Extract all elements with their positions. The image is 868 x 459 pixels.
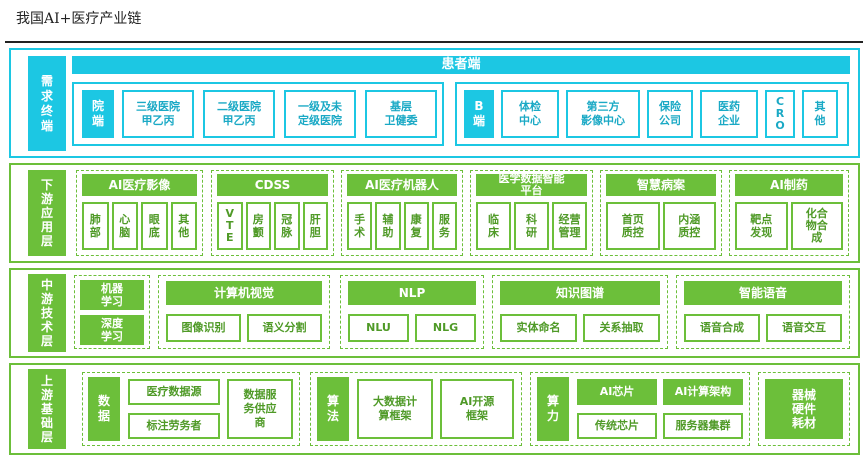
downstream-item: 康 复 [403, 202, 429, 250]
midstream-item: 图像识别 [166, 314, 241, 342]
downstream-group [600, 170, 722, 256]
downstream-group-title: 智慧病案 [606, 174, 716, 196]
downstream-item: 首页 质控 [606, 202, 660, 250]
midstream-group [158, 275, 330, 349]
downstream-item: 服 务 [431, 202, 457, 250]
midstream-item: NLU [348, 314, 409, 342]
server-cluster: 服务器集群 [663, 413, 743, 439]
downstream-item: 科 研 [514, 202, 549, 250]
downstream-group-title: AI医疗影像 [82, 174, 197, 196]
algorithm-label: 算 法 [317, 377, 349, 441]
hardware-group [758, 372, 850, 446]
downstream-item: 眼 底 [141, 202, 168, 250]
b-end-item: 其 他 [802, 90, 838, 138]
upstream-label: 上 游 基 础 层 [28, 369, 66, 449]
ml-group [74, 275, 150, 349]
midstream-group-title: 智能语音 [684, 281, 842, 305]
b-end-label: B 端 [464, 90, 494, 138]
b-end-item: 医药 企业 [700, 90, 758, 138]
downstream-group [341, 170, 463, 256]
algorithm-group [310, 372, 522, 446]
big-data-framework: 大数据计 算框架 [357, 379, 433, 439]
hospital-item: 二级医院 甲乙丙 [203, 90, 275, 138]
machine-learning: 机器 学习 [80, 280, 144, 310]
downstream-group [76, 170, 203, 256]
hospital-label: 院 端 [82, 90, 114, 138]
downstream-item: 化合 物合 成 [790, 202, 843, 250]
hospital-item: 三级医院 甲乙丙 [122, 90, 194, 138]
ai-opensource-framework: AI开源 框架 [440, 379, 514, 439]
b-end-item: 第三方 影像中心 [566, 90, 640, 138]
ai-compute-architecture: AI计算架构 [663, 379, 743, 405]
downstream-item: 内涵 质控 [662, 202, 716, 250]
b-end-item: 保险 公司 [647, 90, 693, 138]
downstream-group-title: AI制药 [735, 174, 843, 196]
downstream-group-title: AI医疗机器人 [347, 174, 457, 196]
downstream-item: 房 颤 [245, 202, 271, 250]
downstream-item: 其 他 [170, 202, 197, 250]
b-end-item: C R O [765, 90, 795, 138]
deep-learning: 深度 学习 [80, 315, 144, 345]
downstream-item: 心 脑 [111, 202, 138, 250]
midstream-group-title: 计算机视觉 [166, 281, 322, 305]
page-title: 我国AI+医疗产业链 [16, 11, 142, 27]
downstream-item: 冠 脉 [274, 202, 300, 250]
patient-end-banner: 患者端 [72, 56, 850, 74]
downstream-item: V T E [217, 202, 243, 250]
ai-chip: AI芯片 [577, 379, 657, 405]
demand-label: 需 求 终 端 [28, 56, 66, 151]
midstream-group [492, 275, 668, 349]
hospital-item: 基层 卫健委 [365, 90, 437, 138]
downstream-item: 肺 部 [82, 202, 109, 250]
downstream-item: 靶点 发现 [735, 202, 788, 250]
midstream-group-title: 知识图谱 [500, 281, 660, 305]
compute-group [530, 372, 750, 446]
midstream-label: 中 游 技 术 层 [28, 274, 66, 352]
annotation-labor: 标注劳务者 [128, 413, 220, 439]
downstream-item: 辅 助 [375, 202, 401, 250]
midstream-group-title: NLP [348, 281, 476, 305]
midstream-group [340, 275, 484, 349]
downstream-item: 经营 管理 [552, 202, 587, 250]
hospital-item: 一级及未 定级医院 [284, 90, 356, 138]
midstream-item: NLG [415, 314, 476, 342]
midstream-item: 语音交互 [766, 314, 842, 342]
medical-data-source: 医疗数据源 [128, 379, 220, 405]
downstream-group-title: CDSS [217, 174, 328, 196]
b-end-item: 体检 中心 [501, 90, 559, 138]
midstream-item: 语义分割 [247, 314, 322, 342]
traditional-chip: 传统芯片 [577, 413, 657, 439]
data-group [82, 372, 300, 446]
data-service-supplier: 数据服 务供应 商 [227, 379, 293, 439]
title-rule [5, 41, 863, 43]
midstream-item: 关系抽取 [583, 314, 660, 342]
downstream-group [729, 170, 849, 256]
downstream-item: 肝 胆 [302, 202, 328, 250]
downstream-group-title: 医学数据智能 平台 [476, 173, 587, 197]
downstream-item: 临 床 [476, 202, 511, 250]
midstream-group [676, 275, 850, 349]
compute-label: 算 力 [537, 377, 569, 441]
midstream-item: 语音合成 [684, 314, 760, 342]
downstream-item: 手 术 [347, 202, 373, 250]
downstream-group [470, 170, 593, 256]
midstream-item: 实体命名 [500, 314, 577, 342]
downstream-label: 下 游 应 用 层 [28, 170, 66, 256]
data-label: 数 据 [88, 377, 120, 441]
upstream-band [9, 363, 860, 455]
downstream-group [211, 170, 334, 256]
hardware-consumables: 器械 硬件 耗材 [765, 379, 843, 439]
